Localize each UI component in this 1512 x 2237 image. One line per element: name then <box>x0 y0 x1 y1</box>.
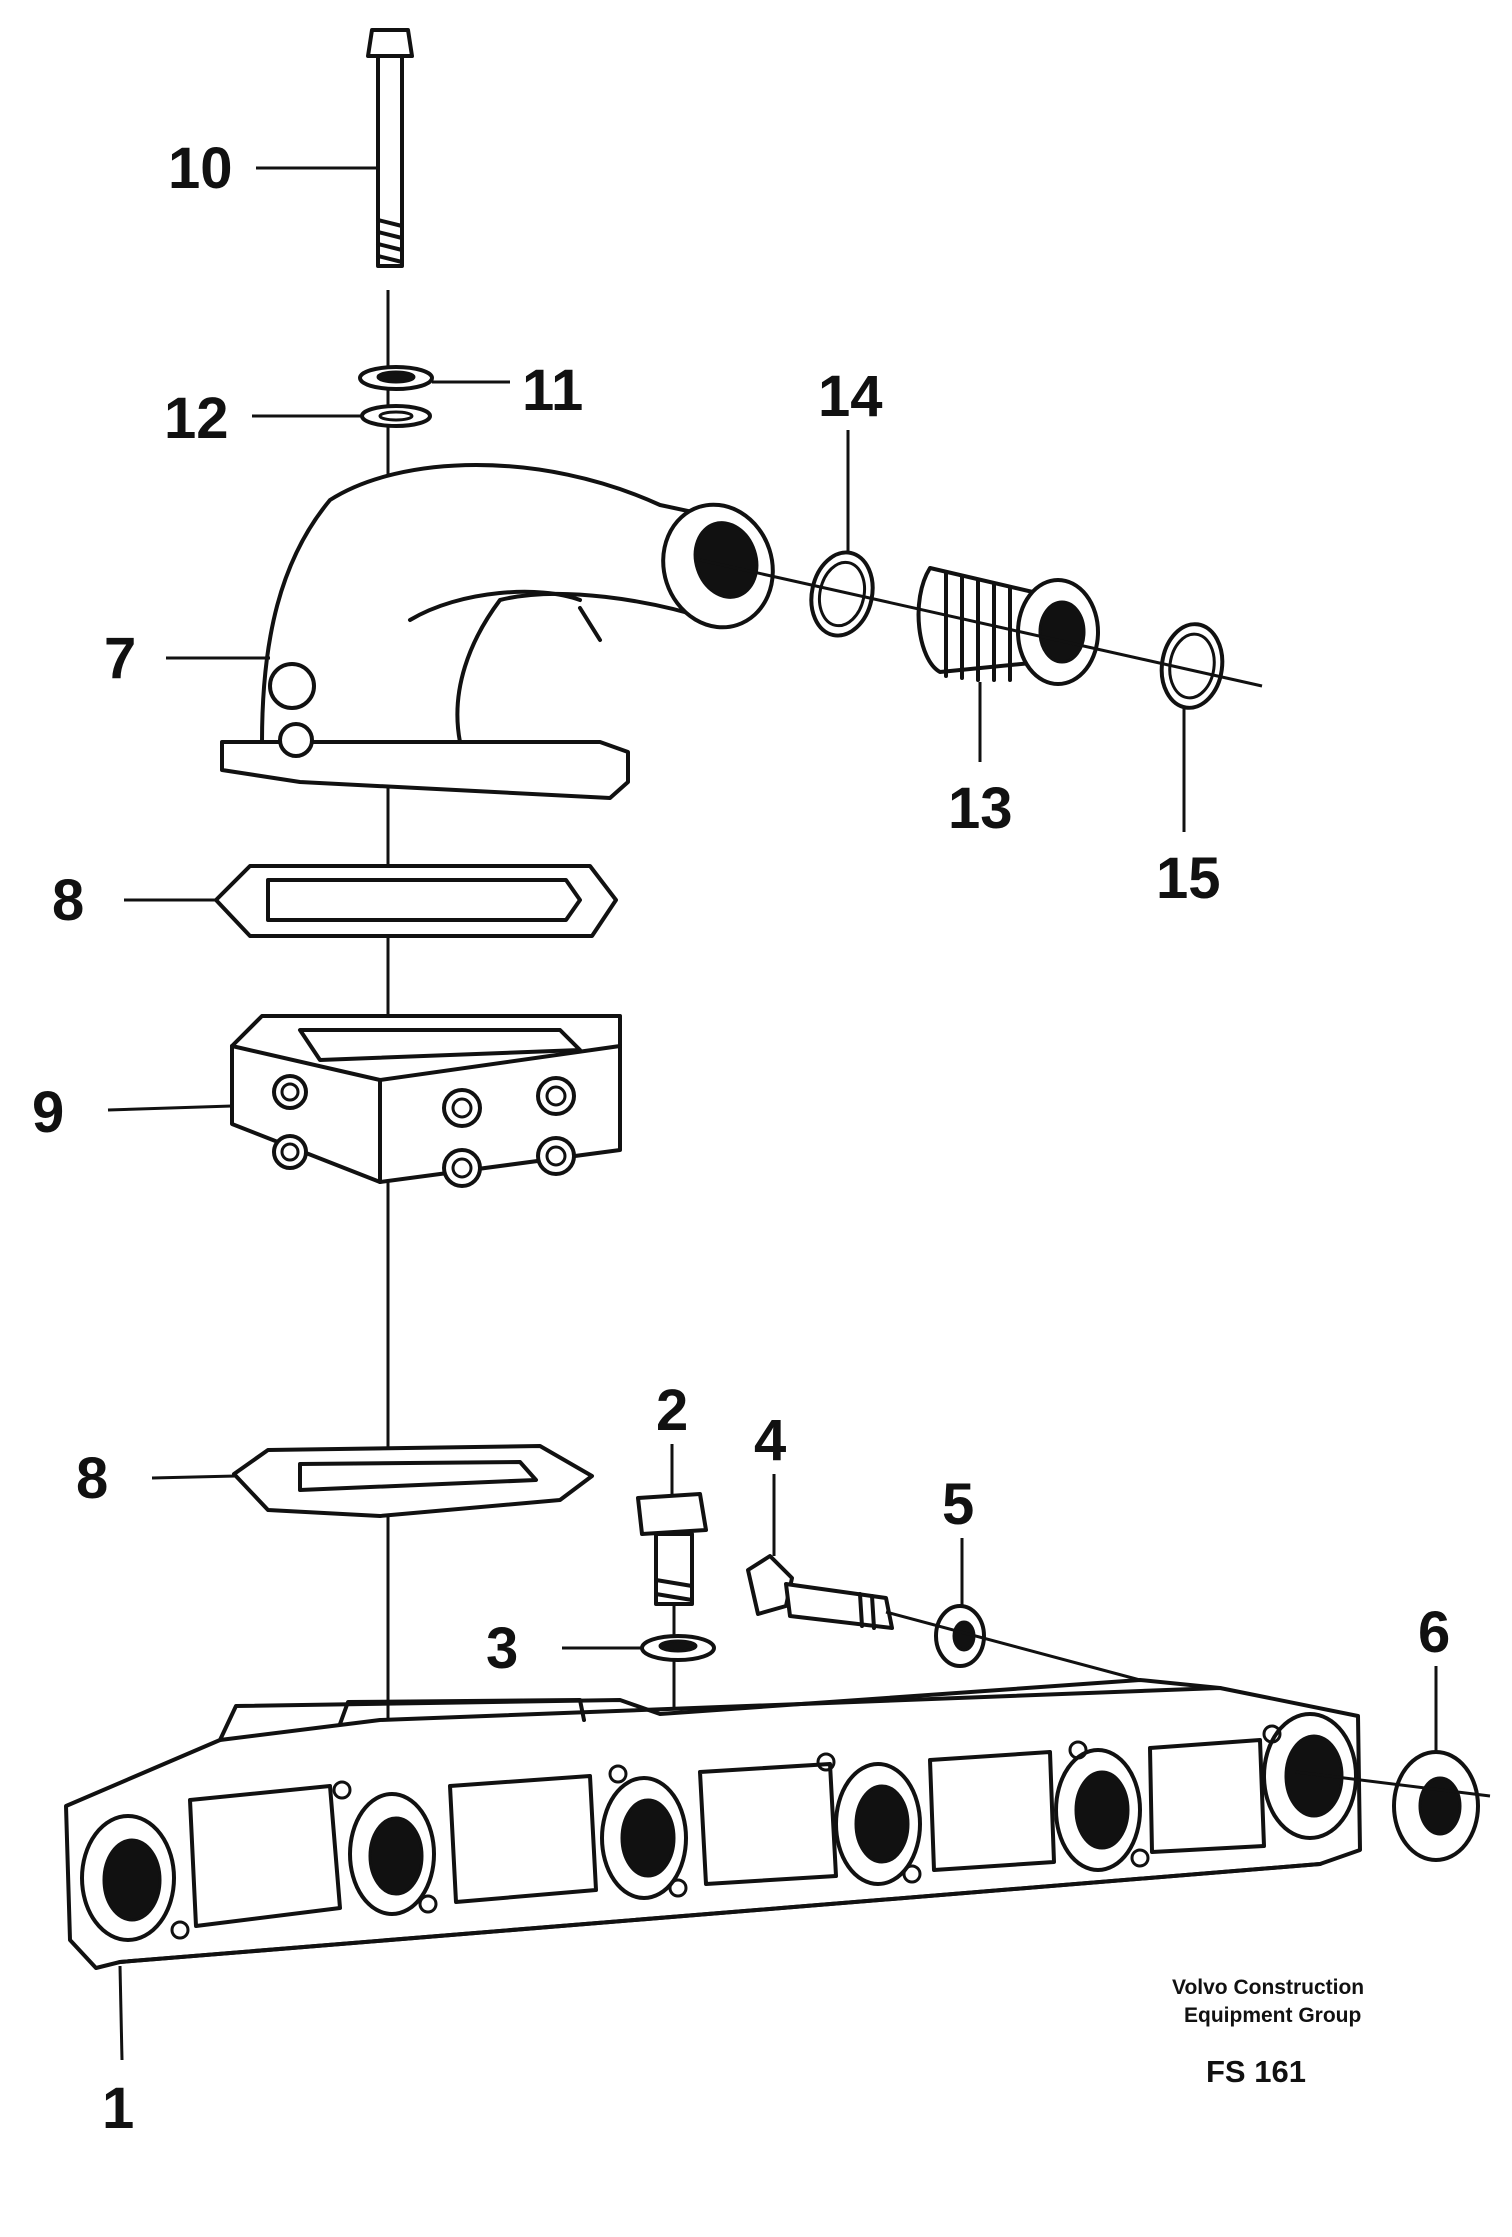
callout-10: 10 <box>168 136 233 201</box>
callout-4: 4 <box>754 1408 786 1473</box>
callout-13: 13 <box>948 776 1013 841</box>
part-13-nipple <box>916 566 1100 686</box>
part-11-washer <box>358 365 434 391</box>
callout-12: 12 <box>164 386 229 451</box>
part-3-washer <box>640 1634 716 1662</box>
assembly-axis-outlet-end <box>1295 1770 1491 1798</box>
part-8-gasket-top <box>214 864 618 938</box>
part-4-bolt <box>746 1554 894 1630</box>
callout-8-bottom: 8 <box>76 1446 108 1511</box>
figure-code: FS 161 <box>1206 2054 1306 2089</box>
part-10-bolt <box>366 28 414 268</box>
callout-3: 3 <box>486 1616 518 1681</box>
part-2-bolt <box>636 1492 708 1726</box>
callout-5: 5 <box>942 1472 974 1537</box>
callout-6: 6 <box>1418 1600 1450 1665</box>
part-9-flange-block <box>230 1014 622 1188</box>
part-12-washer <box>360 404 432 428</box>
callout-1: 1 <box>102 2076 134 2141</box>
credit-line-1: Volvo Construction <box>1172 1976 1364 1999</box>
callout-9: 9 <box>32 1080 64 1145</box>
part-14-o-ring <box>809 550 875 638</box>
callout-11: 11 <box>522 358 583 423</box>
callout-2: 2 <box>656 1378 688 1443</box>
part-6-seal-ring <box>1392 1750 1480 1862</box>
credit-line-2: Equipment Group <box>1184 2004 1361 2027</box>
leader-lines <box>107 166 1438 2061</box>
assembly-axis-outlet <box>699 558 1263 688</box>
callout-14: 14 <box>818 364 883 429</box>
callout-8-top: 8 <box>52 868 84 933</box>
part-7-elbow-pipe <box>220 463 775 800</box>
assembly-axis-bolt-4 <box>885 1610 1141 1682</box>
callout-7: 7 <box>104 626 136 691</box>
callout-15: 15 <box>1156 846 1221 911</box>
part-1-exhaust-manifold <box>64 1678 1362 1970</box>
part-8-gasket-bottom <box>232 1444 594 1518</box>
part-15-o-ring <box>1159 622 1225 710</box>
